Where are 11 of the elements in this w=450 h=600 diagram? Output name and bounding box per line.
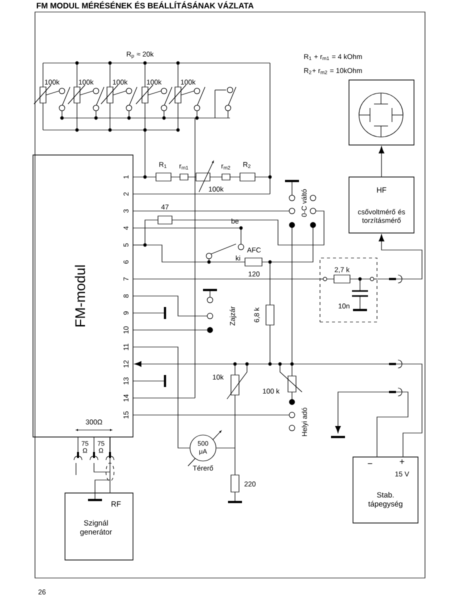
oscilloscope-box (348, 80, 414, 146)
polarity-sign: − (368, 463, 372, 464)
wire (133, 346, 190, 448)
shield-box (320, 258, 378, 322)
signal-line (133, 278, 320, 280)
polarity-sign: + (400, 459, 404, 464)
arrow (378, 146, 384, 177)
title: FM MODUL MÉRÉSÉNEK ÉS BEÁLLÍTÁSÁNAK VÁZLATA (36, 1, 254, 8)
supply-line (335, 392, 408, 457)
signal-line (377, 234, 422, 280)
supply-line (134, 361, 422, 457)
